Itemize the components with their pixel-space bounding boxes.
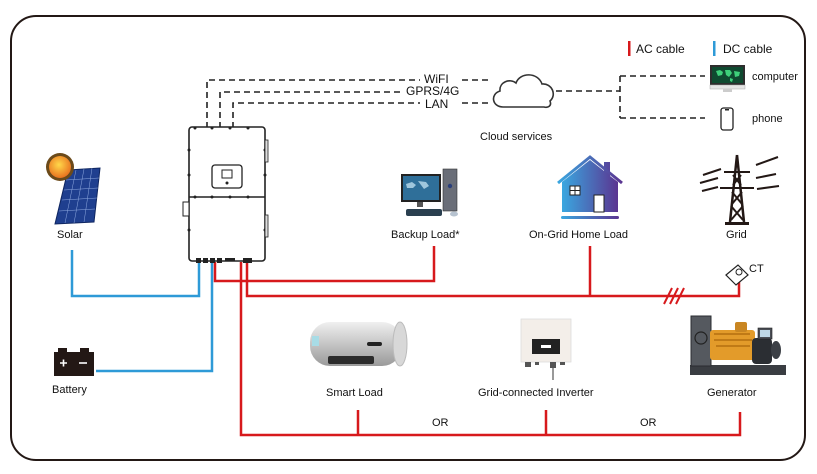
ac-cable-legend-label: AC cable bbox=[636, 42, 685, 56]
on-grid-home-load-label: On-Grid Home Load bbox=[529, 229, 629, 241]
solar-dc-cable bbox=[70, 250, 201, 298]
grid-ac-cable bbox=[245, 262, 741, 298]
cloud-to-devices-line bbox=[556, 75, 705, 119]
ac-cables bbox=[213, 246, 742, 437]
or-label-1: OR bbox=[432, 417, 449, 429]
diagram-frame bbox=[10, 15, 806, 461]
water-heater-icon bbox=[310, 321, 408, 367]
power-tower-icon bbox=[699, 154, 780, 225]
ac-legend-swatch bbox=[628, 41, 631, 56]
computer-label: computer bbox=[752, 71, 798, 83]
lan-line bbox=[232, 102, 420, 128]
dc-cable-legend-label: DC cable bbox=[723, 42, 773, 56]
phone-label: phone bbox=[752, 113, 783, 125]
gen-port-ac-cable bbox=[239, 262, 742, 437]
ct-label: CT bbox=[749, 263, 764, 275]
gprs-4g-label: GPRS/4G bbox=[406, 84, 460, 98]
battery-dc-cable bbox=[96, 262, 214, 373]
gprs-line bbox=[219, 91, 402, 128]
wifi-line bbox=[206, 79, 420, 128]
cloud-icon bbox=[492, 74, 554, 109]
hybrid-inverter-icon bbox=[182, 126, 269, 263]
phone-icon bbox=[720, 107, 734, 131]
backup-load-label: Backup Load* bbox=[391, 229, 460, 241]
generator-label: Generator bbox=[707, 387, 757, 399]
grid-connected-inverter-label: Grid-connected Inverter bbox=[478, 387, 594, 399]
comm-lines bbox=[206, 75, 705, 128]
or-label-2: OR bbox=[640, 417, 657, 429]
solar-panel-icon bbox=[46, 153, 101, 225]
solar-label: Solar bbox=[57, 229, 83, 241]
cloud-services-label: Cloud services bbox=[480, 131, 553, 143]
battery-label: Battery bbox=[52, 384, 87, 396]
dc-legend-swatch bbox=[713, 41, 716, 56]
string-inverter-icon bbox=[520, 318, 572, 380]
three-phase-mark bbox=[663, 287, 685, 305]
smart-load-label: Smart Load bbox=[326, 387, 383, 399]
desktop-pc-icon bbox=[401, 168, 458, 217]
ct-clamp-icon bbox=[725, 264, 749, 286]
dc-cables bbox=[70, 250, 214, 373]
battery-icon bbox=[54, 348, 94, 376]
backup-load-ac-cable bbox=[213, 246, 436, 283]
computer-icon bbox=[709, 65, 746, 92]
house-icon bbox=[557, 155, 623, 219]
lan-label: LAN bbox=[425, 97, 449, 111]
generator-icon bbox=[690, 315, 786, 375]
wifi-label: WiFI bbox=[424, 72, 449, 86]
grid-label: Grid bbox=[726, 229, 747, 241]
